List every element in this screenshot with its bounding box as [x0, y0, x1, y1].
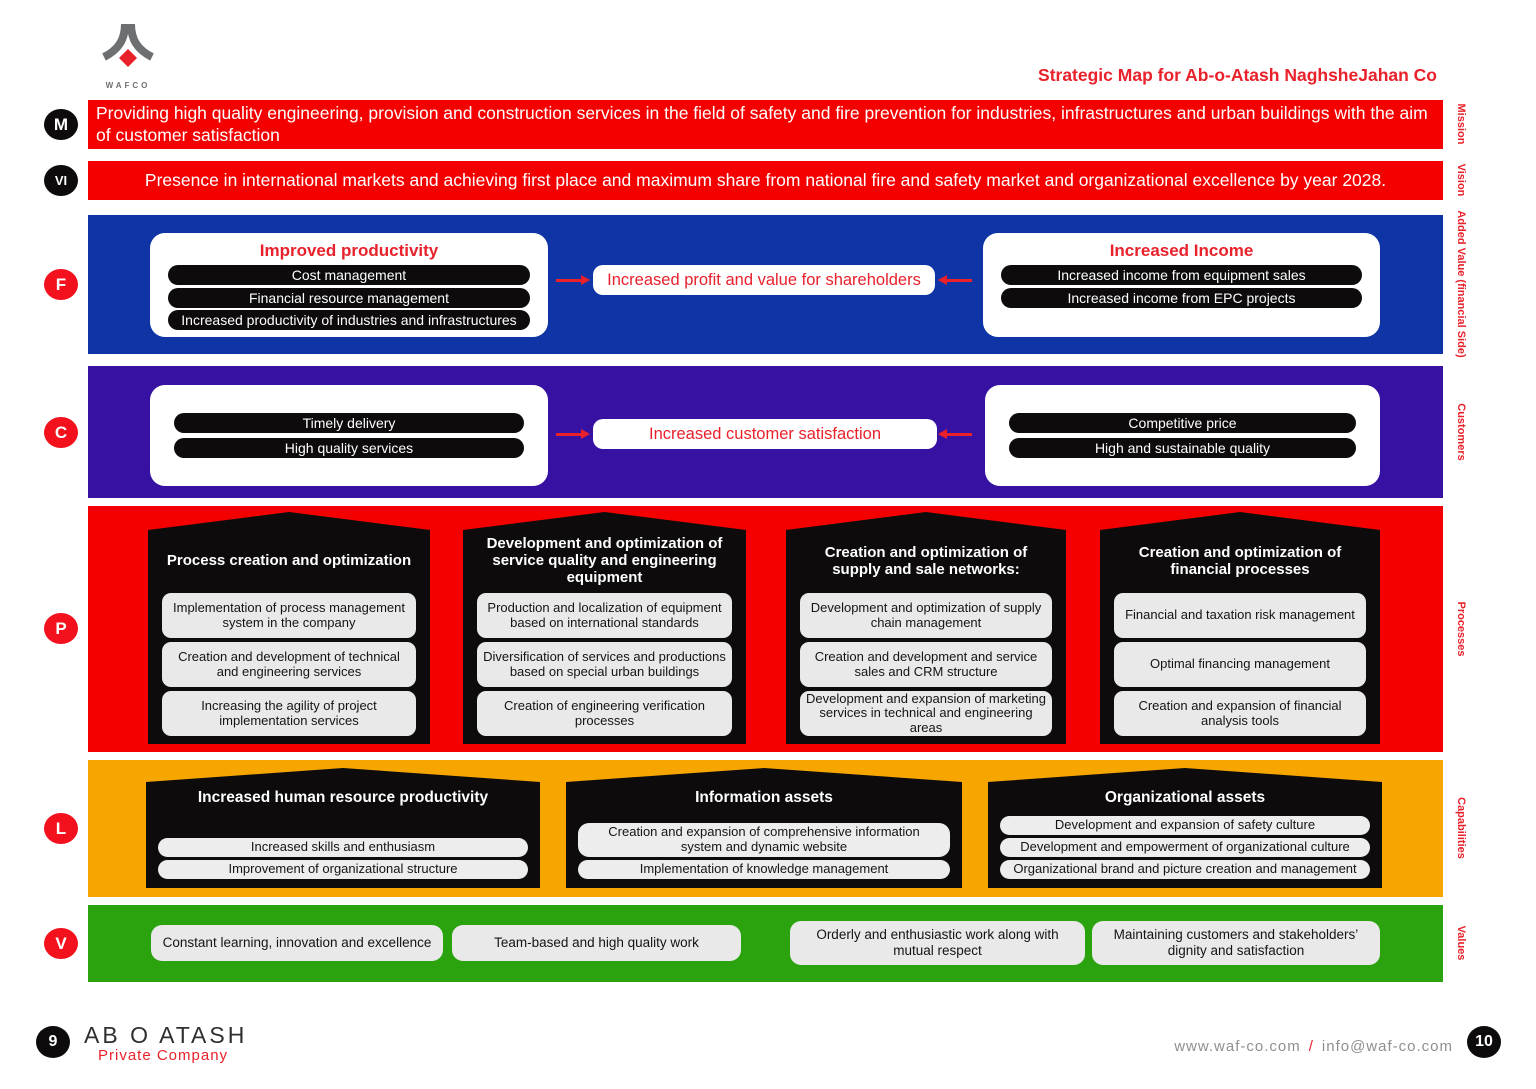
financial-left-item: Increased productivity of industries and… — [167, 310, 531, 330]
contact-info: www.waf-co.com / info@waf-co.com — [1174, 1038, 1453, 1055]
process-group-title: Process creation and optimization — [166, 552, 412, 570]
capability-item: Increased skills and enthusiasm — [158, 838, 528, 858]
row-letter-mission: M — [44, 109, 78, 140]
arrow-left-icon — [938, 429, 972, 438]
improved-productivity-box: Improved productivity Cost management Fi… — [150, 233, 548, 337]
arrow-right-icon — [556, 275, 590, 284]
side-label-values: Values — [1455, 925, 1467, 961]
box-title: Increased Income — [1109, 241, 1254, 260]
mission-band: Providing high quality engineering, prov… — [88, 100, 1443, 149]
capability-group-title: Information assets — [695, 789, 833, 806]
capability-group: Increased human resource productivity In… — [146, 768, 540, 888]
page-title: Strategic Map for Ab-o-Atash NaghsheJaha… — [1038, 65, 1437, 85]
financial-right-item: Increased income from equipment sales — [1000, 265, 1363, 285]
customers-left-item: High quality services — [173, 438, 525, 458]
row-letter-capabilities: L — [44, 813, 78, 844]
customers-right-item: Competitive price — [1008, 413, 1357, 433]
capability-item: Improvement of organizational structure — [158, 860, 528, 879]
side-label-financial: Added Value (financial Side) — [1455, 210, 1467, 358]
row-letter-vision: VI — [44, 165, 78, 196]
value-item: Orderly and enthusiastic work along with… — [790, 921, 1085, 965]
side-label-mission: Mission — [1455, 103, 1467, 145]
value-item: Team-based and high quality work — [452, 925, 741, 961]
contact-separator: / — [1308, 1038, 1314, 1055]
process-group: Creation and optimization of supply and … — [786, 512, 1066, 744]
customer-satisfaction-box: Increased customer satisfaction — [593, 419, 937, 449]
wafco-logo: WAFCO — [90, 20, 166, 90]
capability-item: Development and expansion of safety cult… — [1000, 816, 1370, 836]
arrow-left-icon — [938, 275, 972, 284]
process-item: Development and optimization of supply c… — [800, 593, 1052, 638]
customers-right-item: High and sustainable quality — [1008, 438, 1357, 458]
capability-item: Implementation of knowledge management — [578, 860, 950, 879]
process-group-title: Development and optimization of service … — [486, 535, 723, 586]
capability-item: Organizational brand and picture creatio… — [1000, 860, 1370, 879]
vision-band: Presence in international markets and ac… — [88, 161, 1443, 200]
mission-text: Providing high quality engineering, prov… — [96, 103, 1428, 146]
email-text: info@waf-co.com — [1321, 1038, 1453, 1055]
customers-right-box: Competitive price High and sustainable q… — [985, 385, 1380, 486]
financial-right-item: Increased income from EPC projects — [1000, 287, 1363, 308]
customers-left-box: Timely delivery High quality services — [150, 385, 548, 486]
row-letter-processes: P — [44, 613, 78, 644]
flame-logo-icon — [102, 23, 154, 67]
processes-band: Process creation and optimization Implem… — [88, 506, 1443, 752]
website-text: www.waf-co.com — [1174, 1038, 1301, 1055]
side-label-vision: Vision — [1455, 163, 1467, 197]
page-number-right: 10 — [1467, 1026, 1501, 1058]
customers-left-item: Timely delivery — [173, 413, 525, 433]
capability-group: Information assets Creation and expansio… — [566, 768, 962, 888]
process-item: Diversification of services and producti… — [477, 642, 732, 687]
value-item: Constant learning, innovation and excell… — [151, 925, 443, 961]
process-item: Implementation of process management sys… — [162, 593, 416, 638]
process-group-title: Creation and optimization of financial p… — [1138, 543, 1342, 578]
company-name: AB O ATASH — [84, 1022, 248, 1048]
process-item: Creation and development and service sal… — [800, 642, 1052, 687]
values-band: Constant learning, innovation and excell… — [88, 905, 1443, 982]
wafco-logo-text: WAFCO — [105, 81, 151, 90]
company-type: Private Company — [98, 1047, 229, 1064]
row-letter-financial: F — [44, 269, 78, 300]
capabilities-band: Increased human resource productivity In… — [88, 760, 1443, 897]
customers-band: Timely delivery High quality services In… — [88, 366, 1443, 498]
process-item: Optimal financing management — [1114, 642, 1366, 687]
capability-item: Development and empowerment of organizat… — [1000, 838, 1370, 858]
financial-band: Improved productivity Cost management Fi… — [88, 215, 1443, 354]
row-letter-customers: C — [44, 417, 78, 448]
process-item: Creation and expansion of financial anal… — [1114, 691, 1366, 736]
process-item: Production and localization of equipment… — [477, 593, 732, 638]
capability-group-title: Increased human resource productivity — [197, 789, 489, 806]
financial-left-item: Cost management — [167, 265, 531, 285]
process-item: Creation of engineering verification pro… — [477, 691, 732, 736]
arrow-right-icon — [556, 429, 590, 438]
row-letter-values: V — [44, 928, 78, 959]
value-item: Maintaining customers and stakeholders’ … — [1092, 921, 1380, 965]
process-item: Increasing the agility of project implem… — [162, 691, 416, 736]
process-group-title: Creation and optimization of supply and … — [824, 543, 1028, 578]
process-item: Creation and development of technical an… — [162, 642, 416, 687]
company-block: AB O ATASH Private Company — [84, 1022, 247, 1064]
side-label-processes: Processes — [1455, 601, 1467, 657]
process-group: Process creation and optimization Implem… — [148, 512, 430, 744]
increased-income-box: Increased Income Increased income from e… — [983, 233, 1380, 337]
process-item: Development and expansion of marketing s… — [800, 691, 1052, 736]
vision-text: Presence in international markets and ac… — [144, 170, 1387, 190]
process-group: Development and optimization of service … — [463, 512, 746, 744]
capability-group: Organizational assets Development and ex… — [988, 768, 1382, 888]
financial-left-item: Financial resource management — [167, 287, 531, 308]
side-label-customers: Customers — [1455, 403, 1467, 461]
process-item: Financial and taxation risk management — [1114, 593, 1366, 638]
capability-item: Creation and expansion of comprehensive … — [578, 823, 950, 858]
process-group: Creation and optimization of financial p… — [1100, 512, 1380, 744]
capability-group-title: Organizational assets — [1104, 789, 1266, 806]
side-label-capabilities: Capabilities — [1455, 797, 1467, 859]
box-title: Improved productivity — [259, 241, 439, 260]
increased-profit-box: Increased profit and value for sharehold… — [593, 265, 935, 295]
page-number-left: 9 — [36, 1026, 70, 1058]
